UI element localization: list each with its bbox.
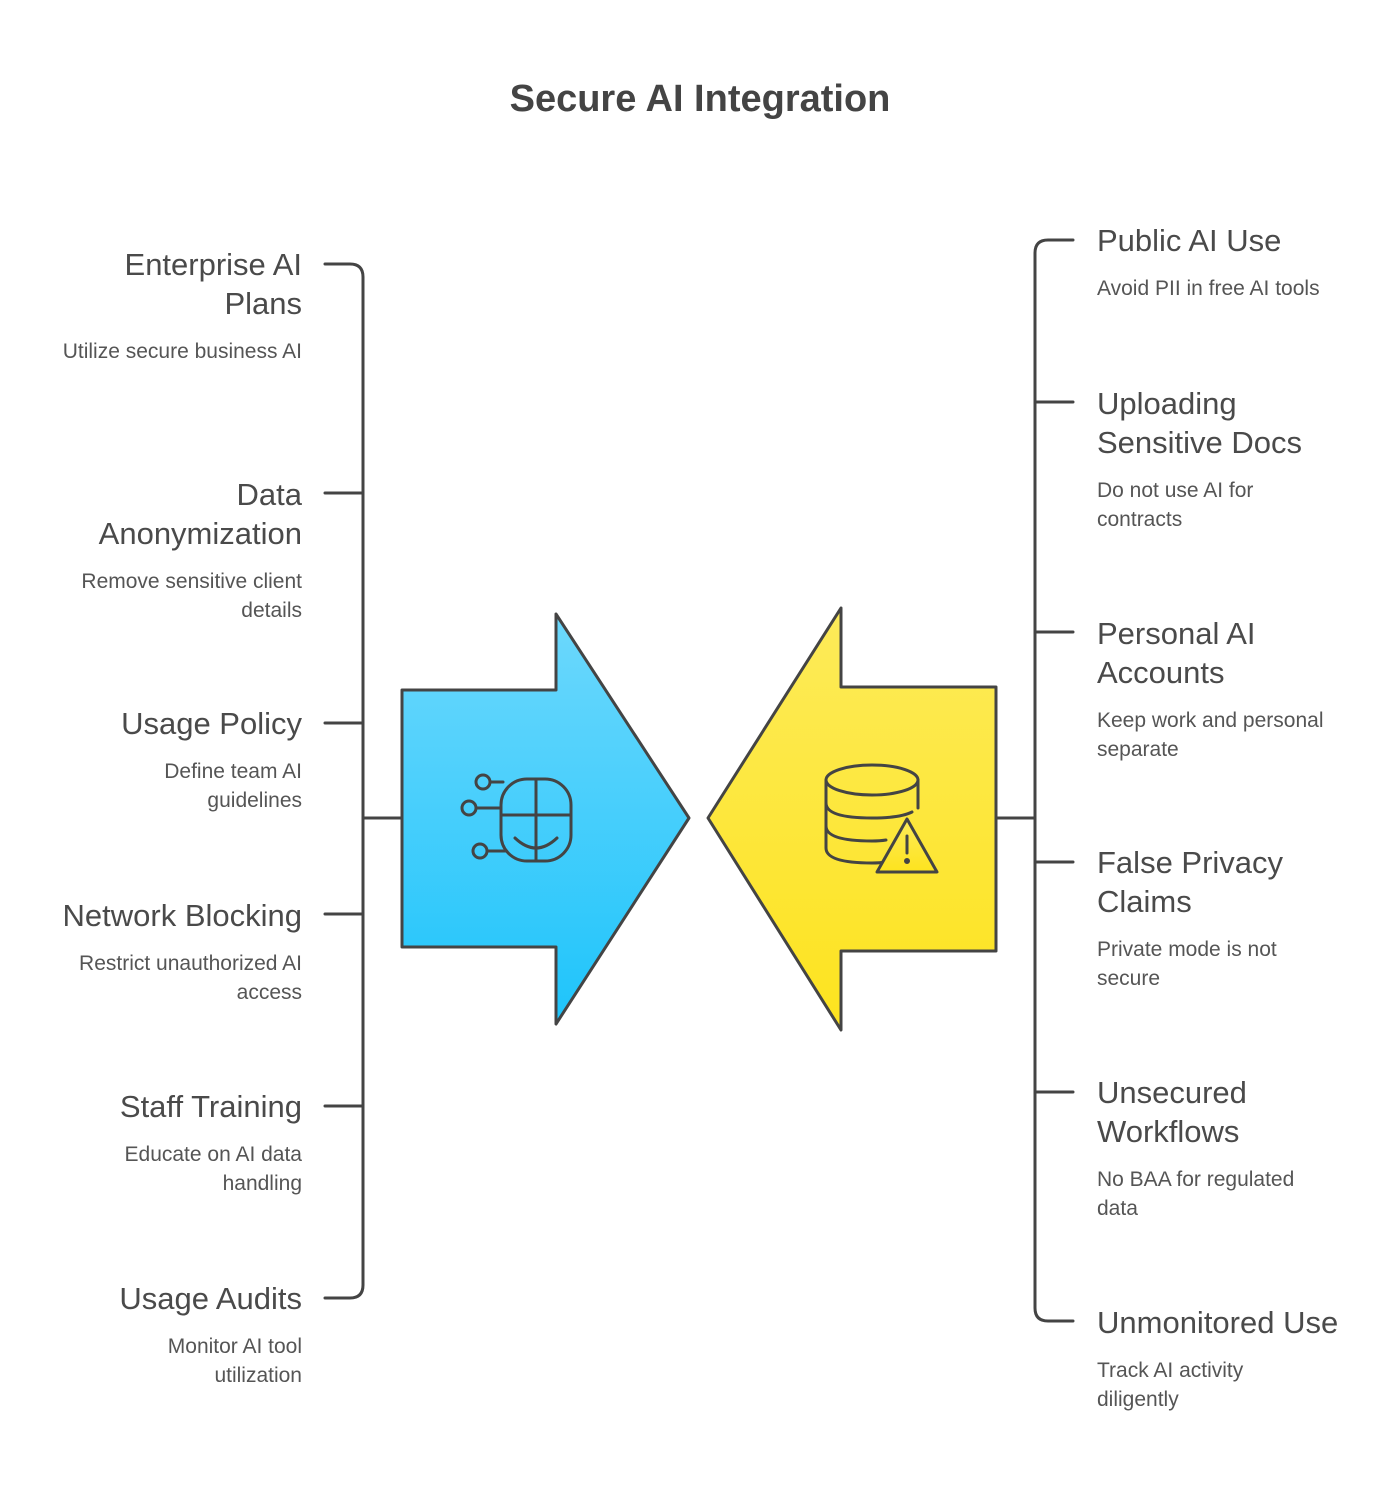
right-item-heading: Public AI Use (1097, 223, 1282, 258)
ai-face-circuit-icon (460, 773, 573, 863)
left-item-heading: Network Blocking (62, 898, 302, 933)
left-item-heading: Usage Policy (121, 706, 302, 741)
left-item-usage-audits: Usage Audits Monitor AI tool utilization (42, 1279, 302, 1390)
left-item-description: Utilize secure business AI (62, 340, 302, 363)
right-arrow (706, 606, 998, 1032)
right-item-description: Keep work and personal separate (1097, 709, 1324, 761)
diagram-title: Secure AI Integration (509, 78, 891, 120)
right-item-personal-ai-accounts: Personal AI Accounts Keep work and perso… (1097, 614, 1367, 764)
left-item-heading: Enterprise AI Plans (124, 247, 302, 321)
database-warning-icon (824, 763, 939, 874)
right-item-description: Avoid PII in free AI tools (1097, 277, 1320, 300)
left-item-description: Educate on AI data handling (124, 1143, 302, 1195)
right-item-description: Do not use AI for contracts (1097, 479, 1254, 531)
right-item-description: Private mode is not secure (1097, 938, 1277, 990)
right-item-unmonitored-use: Unmonitored Use Track AI activity dilige… (1097, 1303, 1367, 1414)
left-item-staff-training: Staff Training Educate on AI data handli… (42, 1087, 302, 1198)
left-item-heading: Staff Training (119, 1089, 302, 1124)
right-item-description: No BAA for regulated data (1097, 1168, 1295, 1220)
left-arrow (400, 612, 691, 1026)
right-item-public-ai-use: Public AI Use Avoid PII in free AI tools (1097, 221, 1367, 303)
left-item-heading: Usage Audits (119, 1281, 302, 1316)
right-item-description: Track AI activity diligently (1097, 1359, 1244, 1411)
left-bracket (323, 262, 404, 1300)
right-bracket (994, 238, 1075, 1323)
left-item-enterprise-ai-plans: Enterprise AI Plans Utilize secure busin… (42, 245, 302, 366)
left-item-heading: Data Anonymization (98, 477, 302, 551)
left-item-usage-policy: Usage Policy Define team AI guidelines (42, 704, 302, 815)
left-item-data-anonymization: Data Anonymization Remove sensitive clie… (42, 475, 302, 625)
right-item-heading: Uploading Sensitive Docs (1097, 386, 1303, 460)
left-item-description: Define team AI guidelines (164, 760, 302, 812)
left-item-description: Monitor AI tool utilization (167, 1335, 302, 1387)
left-item-network-blocking: Network Blocking Restrict unauthorized A… (32, 896, 302, 1007)
left-item-description: Remove sensitive client details (81, 570, 302, 622)
right-item-heading: Unsecured Workflows (1097, 1075, 1247, 1149)
right-item-uploading-sensitive-docs: Uploading Sensitive Docs Do not use AI f… (1097, 384, 1327, 534)
right-item-heading: False Privacy Claims (1097, 845, 1284, 919)
right-item-false-privacy-claims: False Privacy Claims Private mode is not… (1097, 843, 1367, 993)
left-item-description: Restrict unauthorized AI access (79, 952, 302, 1004)
right-item-unsecured-workflows: Unsecured Workflows No BAA for regulated… (1097, 1073, 1367, 1223)
right-item-heading: Personal AI Accounts (1097, 616, 1256, 690)
right-item-heading: Unmonitored Use (1097, 1305, 1339, 1340)
